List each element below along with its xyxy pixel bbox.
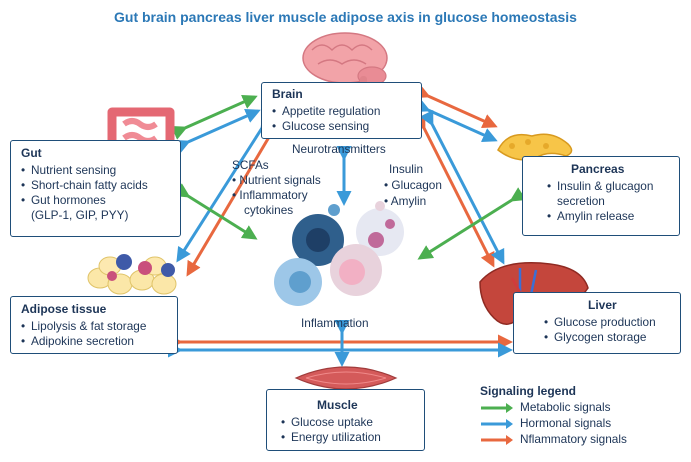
- brain-title: Brain: [272, 87, 303, 101]
- label-inflammatory: • Inflammatory: [232, 188, 308, 202]
- liver-title: Liver: [588, 298, 617, 312]
- liver-item: •Glycogen storage: [544, 330, 647, 344]
- blue-arrow-icon: [481, 418, 513, 429]
- arrow-gut-brain-hormonal: [173, 109, 261, 154]
- legend-item-hormonal: Hormonal signals: [480, 416, 611, 430]
- pancreas-box: Pancreas •Insulin & glucagon secretion •…: [522, 156, 680, 236]
- arrow-pancreas-inflammation-metabolic: [417, 187, 527, 260]
- legend-title: Signaling legend: [480, 384, 577, 398]
- arrow-brain-liver-orange: [411, 113, 495, 268]
- muscle-item: •Energy utilization: [281, 430, 381, 444]
- brain-box: Brain •Appetite regulation •Glucose sens…: [261, 82, 422, 139]
- immune-cells-icon: [274, 201, 404, 306]
- gut-item: •Gut hormones: [21, 193, 106, 207]
- muscle-title: Muscle: [317, 398, 358, 412]
- legend-item-metabolic: Metabolic signals: [480, 400, 611, 414]
- adipose-box: Adipose tissue •Lipolysis & fat storage …: [10, 296, 178, 354]
- label-cytokines: cytokines: [244, 203, 294, 217]
- adipose-icon: [87, 254, 177, 295]
- gut-title: Gut: [21, 146, 42, 160]
- pancreas-item: •Insulin & glucagon: [547, 179, 654, 193]
- green-arrow-icon: [481, 402, 513, 413]
- legend-item-inflammatory: Nflammatory signals: [480, 432, 627, 446]
- arrow-brain-liver-blue: [419, 109, 505, 265]
- label-insulin: Insulin: [389, 162, 424, 176]
- pancreas-title: Pancreas: [571, 162, 625, 176]
- brain-icon: [302, 32, 388, 88]
- adipose-item: •Adipokine secretion: [21, 334, 134, 348]
- muscle-box: Muscle •Glucose uptake •Energy utilizati…: [266, 389, 425, 451]
- label-neurotransmitters: Neurotransmitters: [292, 142, 386, 156]
- gut-item: •Short-chain fatty acids: [21, 178, 148, 192]
- liver-box: Liver •Glucose production •Glycogen stor…: [513, 292, 681, 354]
- brain-item: •Appetite regulation: [272, 104, 381, 118]
- page-title: Gut brain pancreas liver muscle adipose …: [114, 9, 577, 25]
- pancreas-item: •Amylin release: [547, 209, 635, 223]
- gut-item: •Nutrient sensing: [21, 163, 117, 177]
- arrow-gut-inflammation-metabolic: [173, 183, 258, 240]
- muscle-item: •Glucose uptake: [281, 415, 373, 429]
- label-nutrient-signals: • Nutrient signals: [232, 173, 321, 187]
- arrow-gut-brain-metabolic: [170, 95, 258, 140]
- label-amylin: • Amylin: [384, 194, 427, 208]
- muscle-icon: [294, 366, 398, 390]
- liver-item: •Glucose production: [544, 315, 656, 329]
- label-scfas: SCFAs: [232, 158, 269, 172]
- arrow-brain-pancreas-orange: [413, 84, 498, 128]
- brain-item: •Glucose sensing: [272, 119, 370, 133]
- adipose-title: Adipose tissue: [21, 302, 107, 316]
- label-glucagon: • Glucagon: [384, 178, 442, 192]
- adipose-item: •Lipolysis & fat storage: [21, 319, 147, 333]
- pancreas-item-cont: secretion: [557, 194, 605, 208]
- orange-arrow-icon: [481, 434, 513, 445]
- gut-item-cont: (GLP-1, GIP, PYY): [31, 208, 129, 222]
- gut-box: Gut •Nutrient sensing •Short-chain fatty…: [10, 140, 181, 237]
- label-inflammation: Inflammation: [301, 316, 369, 330]
